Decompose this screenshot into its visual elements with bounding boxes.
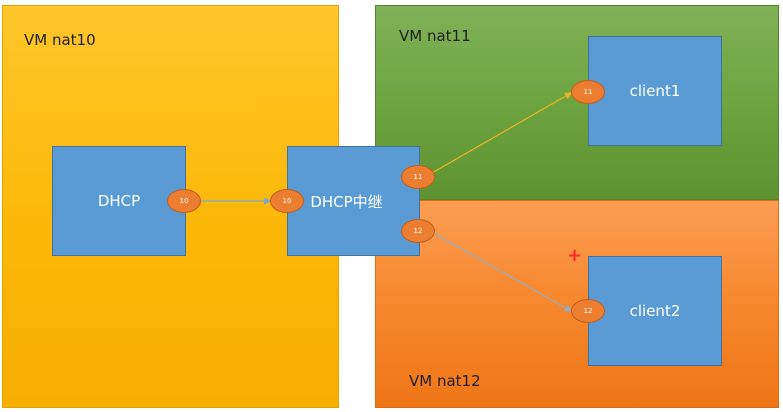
iface-relay-10[interactable]: 10 bbox=[270, 189, 304, 213]
zone-label-nat12: VM nat12 bbox=[409, 372, 481, 390]
host-label-dhcp: DHCP bbox=[97, 192, 141, 210]
host-label-client2: client2 bbox=[629, 302, 681, 320]
host-client1[interactable]: client1 bbox=[588, 36, 722, 146]
host-dhcp-server[interactable]: DHCP bbox=[52, 146, 186, 256]
iface-client1-11[interactable]: 11 bbox=[571, 80, 605, 104]
iface-relay-11[interactable]: 11 bbox=[401, 165, 435, 189]
host-label-relay: DHCP中继 bbox=[310, 192, 383, 211]
iface-dhcp-10[interactable]: 10 bbox=[167, 189, 201, 213]
host-dhcp-relay[interactable]: DHCP中继 bbox=[287, 146, 420, 256]
iface-relay-12[interactable]: 12 bbox=[401, 219, 435, 243]
zone-label-nat11: VM nat11 bbox=[399, 27, 471, 45]
iface-client2-12[interactable]: 12 bbox=[571, 299, 605, 323]
host-label-client1: client1 bbox=[629, 82, 681, 100]
host-client2[interactable]: client2 bbox=[588, 256, 722, 366]
zone-label-nat10: VM nat10 bbox=[24, 31, 96, 49]
plus-marker: + bbox=[567, 245, 583, 266]
